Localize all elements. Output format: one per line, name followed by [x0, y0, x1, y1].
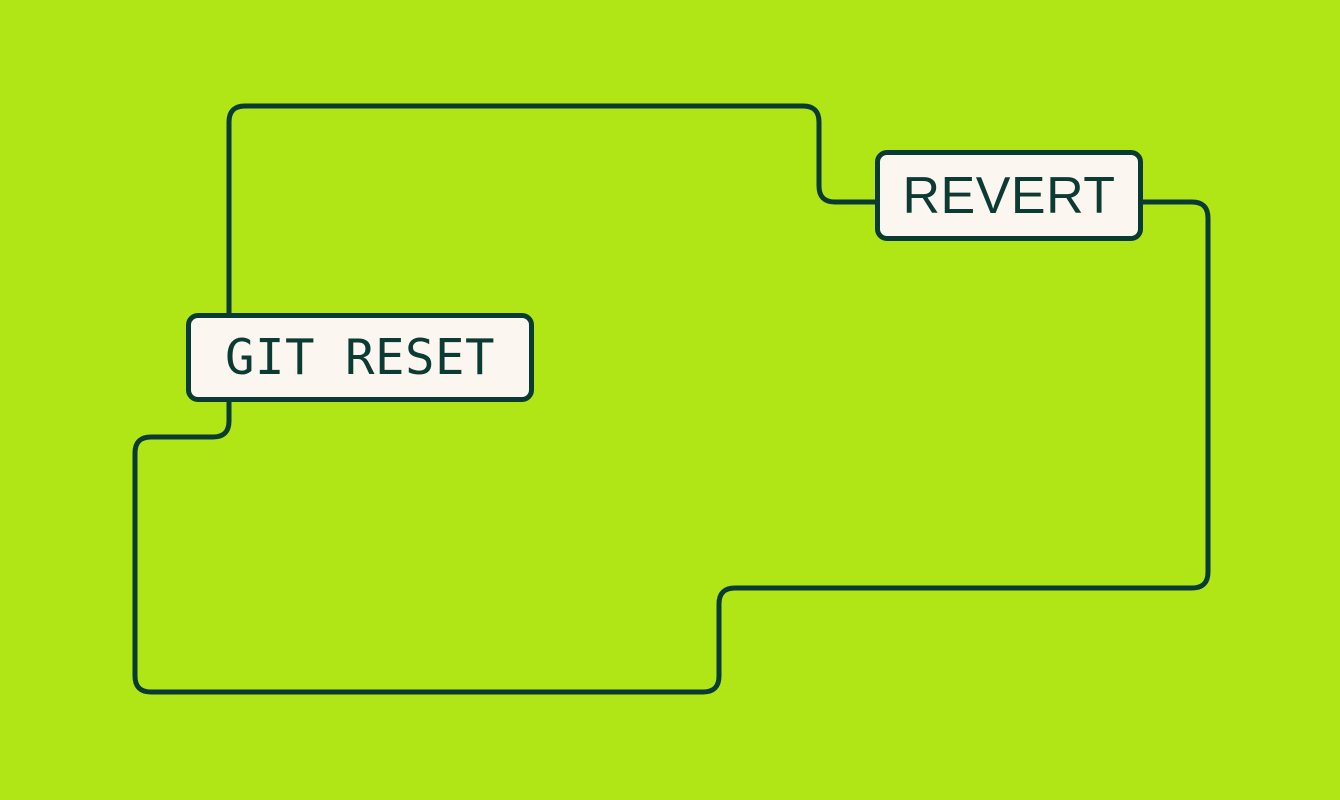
- node-revert-label: REVERT: [902, 166, 1116, 225]
- connector-git-reset-bottom-loop: [132, 199, 1211, 695]
- node-git-reset-label: GIT RESET: [224, 329, 495, 386]
- node-git-reset[interactable]: GIT RESET: [186, 313, 534, 402]
- connector-git-reset-top-to-revert-left: [226, 103, 875, 313]
- node-revert[interactable]: REVERT: [875, 150, 1143, 241]
